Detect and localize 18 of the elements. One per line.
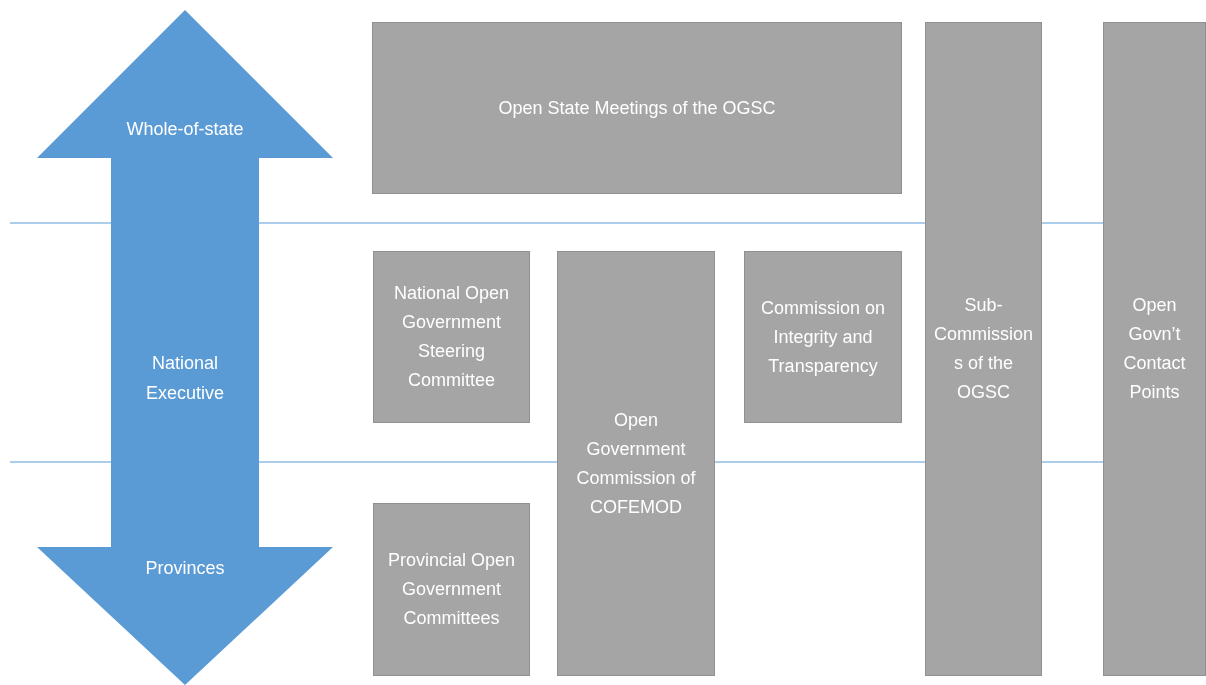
body-box (744, 251, 902, 423)
body-name: Provincial Open Government Committees (386, 549, 517, 630)
body-name: Open Government Commission of COFEMOD (575, 408, 697, 519)
body-box (925, 22, 1042, 676)
body-name: Commission on Integrity and Transparency (759, 296, 886, 378)
body-box (373, 251, 530, 423)
level-label: Whole-of-state (125, 118, 245, 141)
double-arrow (37, 10, 333, 685)
body-name: National Open Government Steering Committee (392, 282, 511, 392)
body-box (373, 503, 530, 676)
body-name: Open State Meetings of the OGSC (498, 96, 776, 120)
level-label: National Executive (144, 352, 225, 405)
level-label: Provinces (144, 557, 226, 580)
body-box (557, 251, 715, 676)
body-box (372, 22, 902, 194)
body-box (1103, 22, 1206, 676)
body-name: Open Govn’t Contact Points (1122, 294, 1187, 404)
body-name: Sub-Commissions of the OGSC (933, 294, 1034, 404)
